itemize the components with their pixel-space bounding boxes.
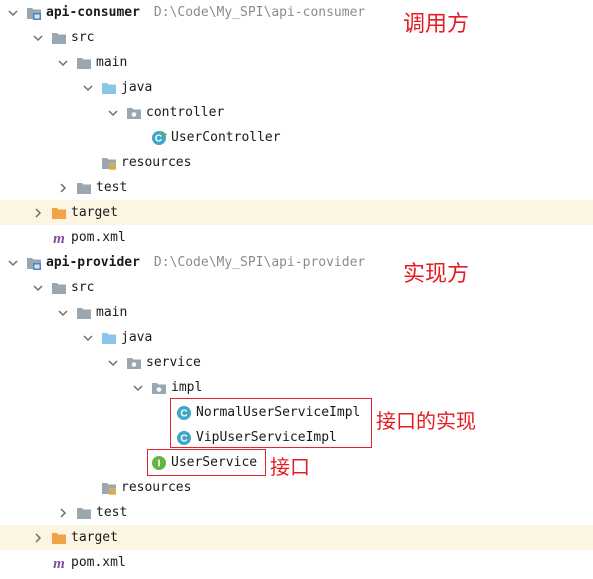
- module-name: api-consumer: [46, 5, 140, 20]
- interface-label: UserService: [171, 455, 258, 470]
- interface-highlight-box: [147, 449, 266, 476]
- folder-icon: [76, 180, 92, 196]
- package-icon: [126, 355, 142, 371]
- tree-row-main[interactable]: main: [0, 300, 593, 325]
- tree-row-java[interactable]: java: [0, 75, 593, 100]
- folder-label: target: [71, 205, 118, 220]
- resources-folder-icon: [101, 155, 117, 171]
- maven-icon: [51, 230, 67, 246]
- class-label: NormalUserServiceImpl: [196, 405, 361, 420]
- tree-row-service[interactable]: service: [0, 350, 593, 375]
- chevron-down-icon[interactable]: [56, 306, 70, 320]
- package-icon: [126, 105, 142, 121]
- tree-row-src[interactable]: src: [0, 275, 593, 300]
- tree-row-target[interactable]: target: [0, 525, 593, 550]
- tree-row-resources[interactable]: resources: [0, 150, 593, 175]
- tree-row-api-consumer[interactable]: api-consumer D:\Code\My_SPI\api-consumer: [0, 0, 593, 25]
- folder-label: src: [71, 30, 95, 45]
- folder-label: test: [96, 180, 128, 195]
- class-label: VipUserServiceImpl: [196, 430, 337, 445]
- chevron-down-icon[interactable]: [106, 356, 120, 370]
- tree-row-impl[interactable]: impl: [0, 375, 593, 400]
- chevron-down-icon[interactable]: [131, 381, 145, 395]
- package-icon: [151, 380, 167, 396]
- module-folder-icon: [26, 5, 42, 21]
- tree-row-main[interactable]: main: [0, 50, 593, 75]
- folder-label: java: [121, 330, 153, 345]
- source-root-folder-icon: [101, 80, 117, 96]
- chevron-down-icon[interactable]: [81, 331, 95, 345]
- tree-row-controller[interactable]: controller: [0, 100, 593, 125]
- folder-label: main: [96, 305, 128, 320]
- impl-highlight-box: [170, 398, 372, 448]
- tree-row-resources[interactable]: resources: [0, 475, 593, 500]
- folder-label: resources: [121, 155, 192, 170]
- tree-row-vipuserserviceimpl[interactable]: VipUserServiceImpl: [0, 425, 593, 450]
- tree-row-userservice[interactable]: UserService: [0, 450, 593, 475]
- tree-row-usercontroller[interactable]: UserController: [0, 125, 593, 150]
- module-path: D:\Code\My_SPI\api-consumer: [153, 5, 366, 20]
- excluded-folder-icon: [51, 205, 67, 221]
- tree-row-test[interactable]: test: [0, 500, 593, 525]
- chevron-down-icon[interactable]: [106, 106, 120, 120]
- chevron-down-icon[interactable]: [31, 281, 45, 295]
- folder-label: src: [71, 280, 95, 295]
- folder-icon: [76, 305, 92, 321]
- impl-annotation: 接口的实现: [376, 409, 476, 433]
- tree-row-normaluserserviceimpl[interactable]: NormalUserServiceImpl: [0, 400, 593, 425]
- class-label: UserController: [171, 130, 281, 145]
- folder-label: resources: [121, 480, 192, 495]
- chevron-down-icon[interactable]: [81, 81, 95, 95]
- chevron-right-icon[interactable]: [31, 531, 45, 545]
- package-label: impl: [171, 380, 203, 395]
- consumer-annotation: 调用方: [403, 12, 470, 37]
- chevron-down-icon[interactable]: [31, 31, 45, 45]
- package-label: controller: [146, 105, 225, 120]
- folder-icon: [76, 55, 92, 71]
- chevron-down-icon[interactable]: [6, 6, 20, 20]
- maven-icon: [51, 555, 67, 571]
- tree-row-test[interactable]: test: [0, 175, 593, 200]
- file-label: pom.xml: [71, 555, 126, 570]
- excluded-folder-icon: [51, 530, 67, 546]
- tree-row-java[interactable]: java: [0, 325, 593, 350]
- chevron-down-icon[interactable]: [6, 256, 20, 270]
- package-label: service: [146, 355, 201, 370]
- resources-folder-icon: [101, 480, 117, 496]
- module-path: D:\Code\My_SPI\api-provider: [153, 255, 366, 270]
- folder-icon: [51, 30, 67, 46]
- tree-row-src[interactable]: src: [0, 25, 593, 50]
- chevron-right-icon[interactable]: [56, 506, 70, 520]
- provider-annotation: 实现方: [403, 262, 470, 287]
- tree-row-pom[interactable]: pom.xml: [0, 225, 593, 250]
- folder-label: target: [71, 530, 118, 545]
- tree-row-api-provider[interactable]: api-provider D:\Code\My_SPI\api-provider: [0, 250, 593, 275]
- chevron-down-icon[interactable]: [56, 56, 70, 70]
- file-label: pom.xml: [71, 230, 126, 245]
- tree-row-target[interactable]: target: [0, 200, 593, 225]
- folder-label: java: [121, 80, 153, 95]
- source-root-folder-icon: [101, 330, 117, 346]
- folder-label: main: [96, 55, 128, 70]
- folder-label: test: [96, 505, 128, 520]
- module-folder-icon: [26, 255, 42, 271]
- module-name: api-provider: [46, 255, 140, 270]
- chevron-right-icon[interactable]: [31, 206, 45, 220]
- chevron-right-icon[interactable]: [56, 181, 70, 195]
- folder-icon: [76, 505, 92, 521]
- runnable-class-icon: [151, 130, 167, 146]
- tree-row-pom[interactable]: pom.xml: [0, 550, 593, 575]
- folder-icon: [51, 280, 67, 296]
- interface-annotation: 接口: [270, 455, 310, 479]
